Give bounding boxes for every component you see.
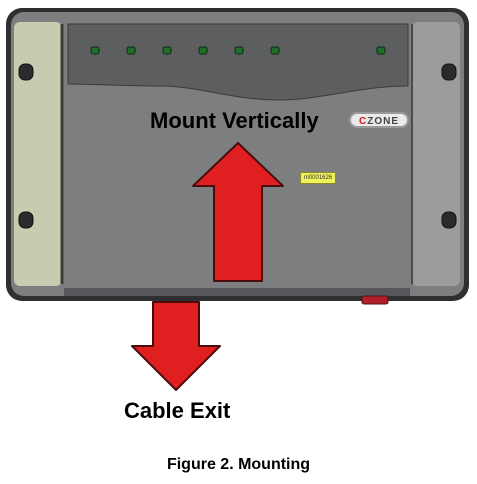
led-indicator <box>234 46 244 55</box>
cable-exit-label: Cable Exit <box>124 398 231 423</box>
left-side-panel <box>14 22 62 286</box>
mount-direction-arrow <box>192 142 284 282</box>
mounting-hole <box>18 63 34 81</box>
bottom-strip <box>64 288 410 296</box>
serial-sticker: m0001626 <box>300 172 336 184</box>
brand-logo: CZONE <box>349 112 409 128</box>
led-panel <box>67 23 409 101</box>
right-side-panel <box>412 22 460 286</box>
cable-exit-arrow <box>131 301 221 391</box>
mounting-holes <box>18 63 457 229</box>
led-indicator <box>162 46 172 55</box>
led-indicator <box>126 46 136 55</box>
connector <box>361 295 389 305</box>
figure-caption: Figure 2. Mounting <box>166 456 311 473</box>
led-indicator <box>90 46 100 55</box>
led-indicators <box>90 46 386 55</box>
brand-logo-text: ZONE <box>367 116 399 127</box>
led-indicator <box>376 46 386 55</box>
led-indicator <box>270 46 280 55</box>
mount-vertically-label: Mount Vertically <box>150 108 319 133</box>
led-indicator <box>198 46 208 55</box>
mounting-hole <box>441 211 457 229</box>
mounting-hole <box>441 63 457 81</box>
mounting-hole <box>18 211 34 229</box>
brand-logo-c: C <box>358 116 368 127</box>
